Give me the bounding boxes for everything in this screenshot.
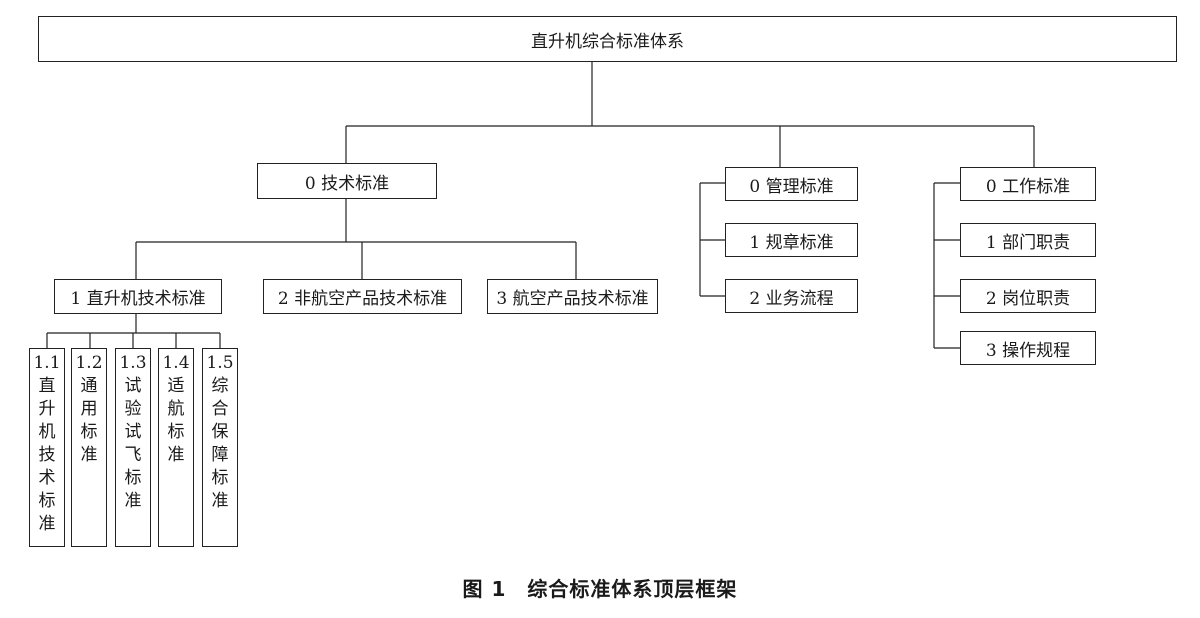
sub-node-number: 1.5 <box>206 353 234 373</box>
post-duty-label: 2 岗位职责 <box>985 288 1071 309</box>
sub-node-char: 合 <box>211 399 229 419</box>
sub-node-char: 保 <box>211 422 229 442</box>
sub-node-char: 用 <box>80 399 98 419</box>
regulation-standard-label: 1 规章标准 <box>749 232 834 253</box>
aviation-product-tech-standard-node: 3 航空产品技术标准 <box>487 279 658 314</box>
non-aviation-tech-standard-label: 2 非航空产品技术标准 <box>277 289 448 309</box>
sub-node-char: 标 <box>38 491 56 511</box>
sub-node-char: 综 <box>211 376 229 396</box>
sub-node-char: 标 <box>211 468 229 488</box>
support-standard-sub-node: 1.5 综 合 保 障 标 准 <box>202 348 238 547</box>
sub-node-char: 航 <box>167 399 185 419</box>
heli-tech-standard-label: 1 直升机技术标准 <box>70 289 206 309</box>
business-process-node: 2 业务流程 <box>725 279 858 313</box>
sub-node-number: 1.4 <box>162 353 190 373</box>
sub-node-char: 通 <box>80 376 98 396</box>
sub-node-char: 准 <box>211 491 229 511</box>
heli-tech-standard-node: 1 直升机技术标准 <box>54 279 222 314</box>
sub-node-char: 术 <box>38 468 56 488</box>
dept-duty-node: 1 部门职责 <box>960 223 1096 257</box>
sub-node-char: 直 <box>38 376 56 396</box>
sub-node-char: 试 <box>124 376 142 396</box>
sub-node-char: 适 <box>167 376 185 396</box>
heli-tech-sub-node: 1.1 直 升 机 技 术 标 准 <box>29 348 65 547</box>
business-process-label: 2 业务流程 <box>749 288 834 309</box>
regulation-standard-node: 1 规章标准 <box>725 223 858 257</box>
work-standard-node: 0 工作标准 <box>960 167 1096 201</box>
sub-node-char: 机 <box>38 422 56 442</box>
sub-node-char: 升 <box>38 399 56 419</box>
sub-node-char: 飞 <box>124 445 142 465</box>
sub-node-number: 1.2 <box>75 353 103 373</box>
operation-procedure-label: 3 操作规程 <box>985 340 1071 361</box>
dept-duty-label: 1 部门职责 <box>985 232 1071 253</box>
figure-caption: 图 1 综合标准体系顶层框架 <box>462 577 738 601</box>
sub-node-number: 1.3 <box>119 353 147 373</box>
mgmt-standard-label: 0 管理标准 <box>749 176 834 197</box>
aviation-product-tech-standard-label: 3 航空产品技术标准 <box>496 289 649 309</box>
airworthiness-standard-sub-node: 1.4 适 航 标 准 <box>158 348 194 547</box>
sub-node-char: 技 <box>38 445 56 465</box>
work-standard-label: 0 工作标准 <box>985 176 1071 197</box>
sub-node-char: 验 <box>124 399 142 419</box>
sub-node-char: 障 <box>211 445 229 465</box>
sub-node-char: 标 <box>80 422 98 442</box>
mgmt-standard-node: 0 管理标准 <box>725 167 858 201</box>
sub-node-char: 准 <box>124 491 142 511</box>
sub-node-number: 1.1 <box>33 353 61 373</box>
sub-node-char: 标 <box>167 422 185 442</box>
operation-procedure-node: 3 操作规程 <box>960 331 1096 365</box>
sub-node-char: 准 <box>167 445 185 465</box>
sub-node-char: 准 <box>38 514 56 534</box>
sub-node-char: 准 <box>80 445 98 465</box>
root-label: 直升机综合标准体系 <box>531 31 684 52</box>
tech-standard-node: 0 技术标准 <box>257 163 437 199</box>
general-standard-sub-node: 1.2 通 用 标 准 <box>71 348 107 547</box>
test-flight-standard-sub-node: 1.3 试 验 试 飞 标 准 <box>115 348 151 547</box>
sub-node-char: 试 <box>124 422 142 442</box>
non-aviation-tech-standard-node: 2 非航空产品技术标准 <box>263 279 462 314</box>
root-node: 直升机综合标准体系 <box>38 16 1177 62</box>
sub-node-char: 标 <box>124 468 142 488</box>
tech-standard-label: 0 技术标准 <box>304 173 390 194</box>
post-duty-node: 2 岗位职责 <box>960 279 1096 313</box>
